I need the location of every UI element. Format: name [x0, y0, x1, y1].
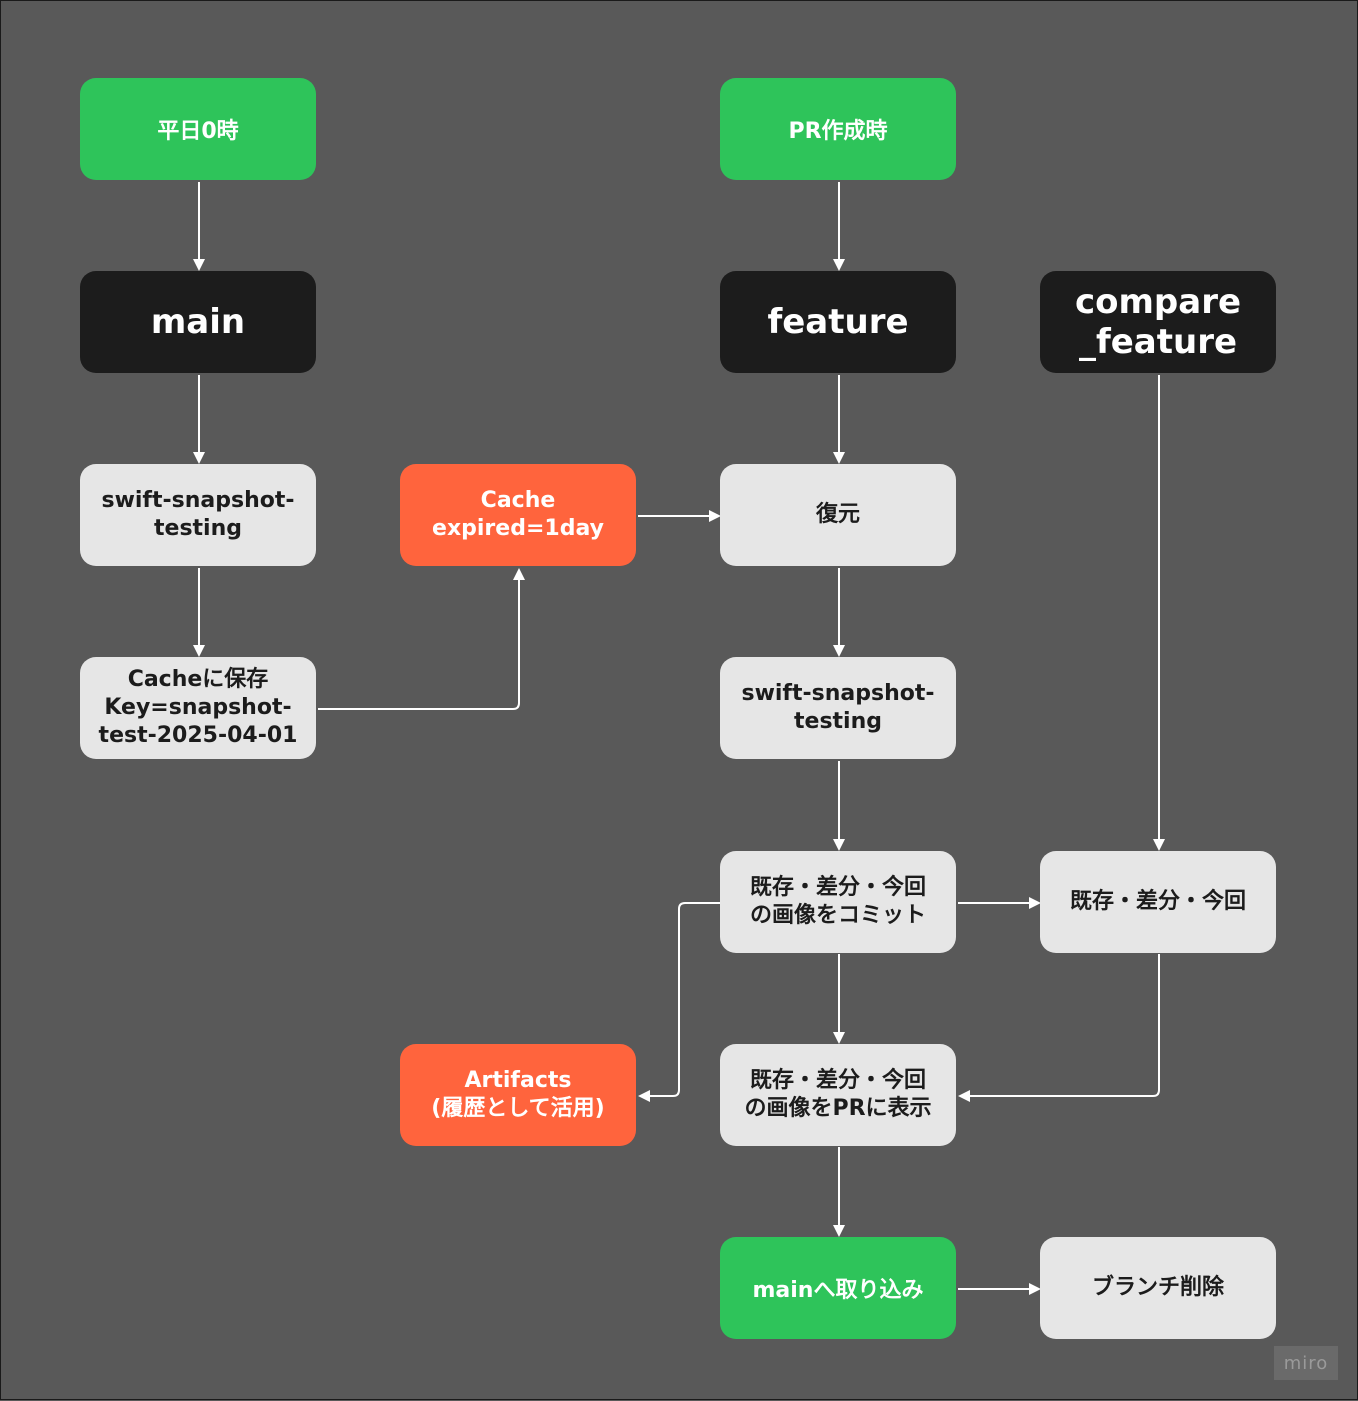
node-artifacts[interactable]: Artifacts (履歴として活用) [400, 1044, 636, 1146]
edge-existing-to-show [958, 954, 1160, 1102]
node-restore[interactable]: 復元 [720, 464, 956, 566]
node-cache-expired[interactable]: Cache expired=1day [400, 464, 636, 566]
node-feature-branch[interactable]: feature [720, 271, 956, 373]
node-merge-into-main[interactable]: mainへ取り込み [720, 1237, 956, 1339]
node-commit-images[interactable]: 既存・差分・今回 の画像をコミット [720, 851, 956, 953]
node-compare-feature-branch[interactable]: compare _feature [1040, 271, 1276, 373]
node-existing-diff-current[interactable]: 既存・差分・今回 [1040, 851, 1276, 953]
node-cache-save[interactable]: Cacheに保存 Key=snapshot- test-2025-04-01 [80, 657, 316, 759]
node-show-on-pr[interactable]: 既存・差分・今回 の画像をPRに表示 [720, 1044, 956, 1146]
node-delete-branch[interactable]: ブランチ削除 [1040, 1237, 1276, 1339]
node-weekday-midnight[interactable]: 平日0時 [80, 78, 316, 180]
miro-watermark: miro [1274, 1346, 1338, 1380]
edge-commit-to-artifacts [638, 902, 720, 1102]
node-main-branch[interactable]: main [80, 271, 316, 373]
node-snapshot-testing-main[interactable]: swift-snapshot- testing [80, 464, 316, 566]
node-pr-created[interactable]: PR作成時 [720, 78, 956, 180]
edge-cache-save-to-cache [318, 568, 525, 710]
node-snapshot-testing-feature[interactable]: swift-snapshot- testing [720, 657, 956, 759]
